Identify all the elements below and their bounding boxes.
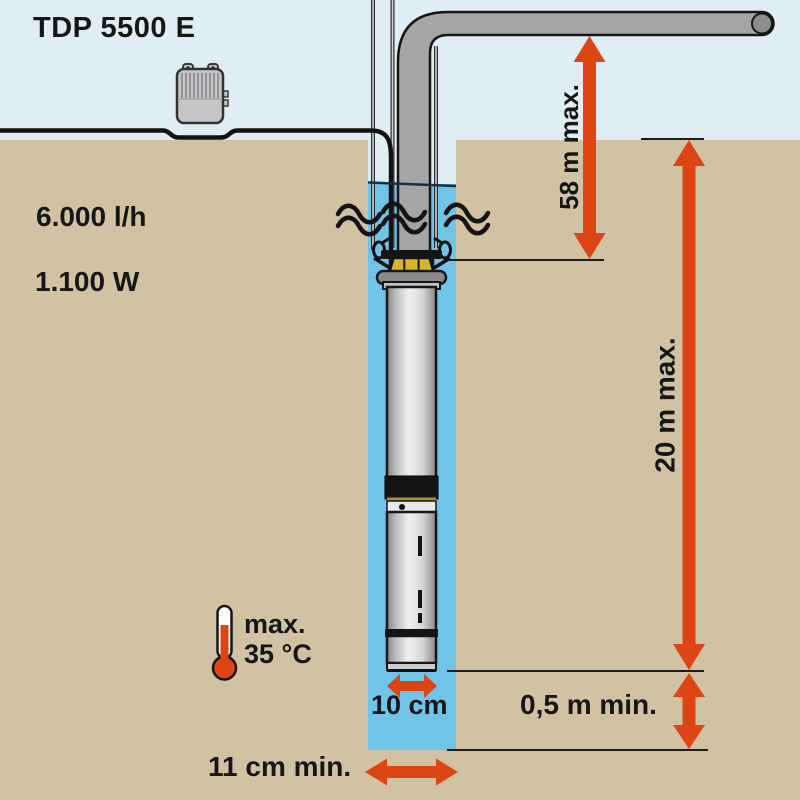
min-water-level-label: 0,5 m min. xyxy=(520,689,657,720)
pump-bottom-cap xyxy=(386,662,437,671)
product-title: TDP 5500 E xyxy=(33,12,196,44)
water-waves-icon xyxy=(335,201,491,237)
power-cable xyxy=(0,128,394,250)
water-surface-line xyxy=(367,181,457,188)
pump-collar-ring xyxy=(386,500,437,513)
pump-gold-ring xyxy=(387,497,436,501)
pump-body-upper xyxy=(385,285,438,480)
max-temperature-caption: max. xyxy=(244,609,306,639)
control-box-icon xyxy=(175,63,229,125)
max-temperature-value: 35 °C xyxy=(244,639,312,669)
dimension-arrows xyxy=(365,36,705,786)
pump-body-lower xyxy=(385,634,438,665)
immersion-depth-label: 20 m max. xyxy=(649,337,681,473)
pump-bottom-band xyxy=(385,629,438,637)
pump-black-band xyxy=(384,475,439,500)
arrow-min-water-level xyxy=(673,673,705,749)
submersible-pump xyxy=(372,236,452,672)
pump-body-motor xyxy=(385,510,438,633)
arrow-borehole-diameter xyxy=(365,758,458,786)
power-label: 1.100 W xyxy=(35,266,140,297)
reference-lines xyxy=(447,138,708,751)
arrow-immersion-depth xyxy=(673,140,705,670)
pipe-outlet-icon xyxy=(751,12,773,35)
arrow-delivery-head xyxy=(573,36,606,259)
delivery-head-label: 58 m max. xyxy=(554,84,584,210)
pump-diameter-label: 10 cm xyxy=(371,690,448,720)
arrow-pump-diameter xyxy=(387,674,437,698)
flow-rate-label: 6.000 l/h xyxy=(36,201,147,232)
min-borehole-diameter-label: 11 cm min. xyxy=(208,751,352,782)
thermometer-icon xyxy=(211,604,238,681)
riser-pipe xyxy=(396,10,775,262)
pump-collar-bolt xyxy=(399,504,405,510)
